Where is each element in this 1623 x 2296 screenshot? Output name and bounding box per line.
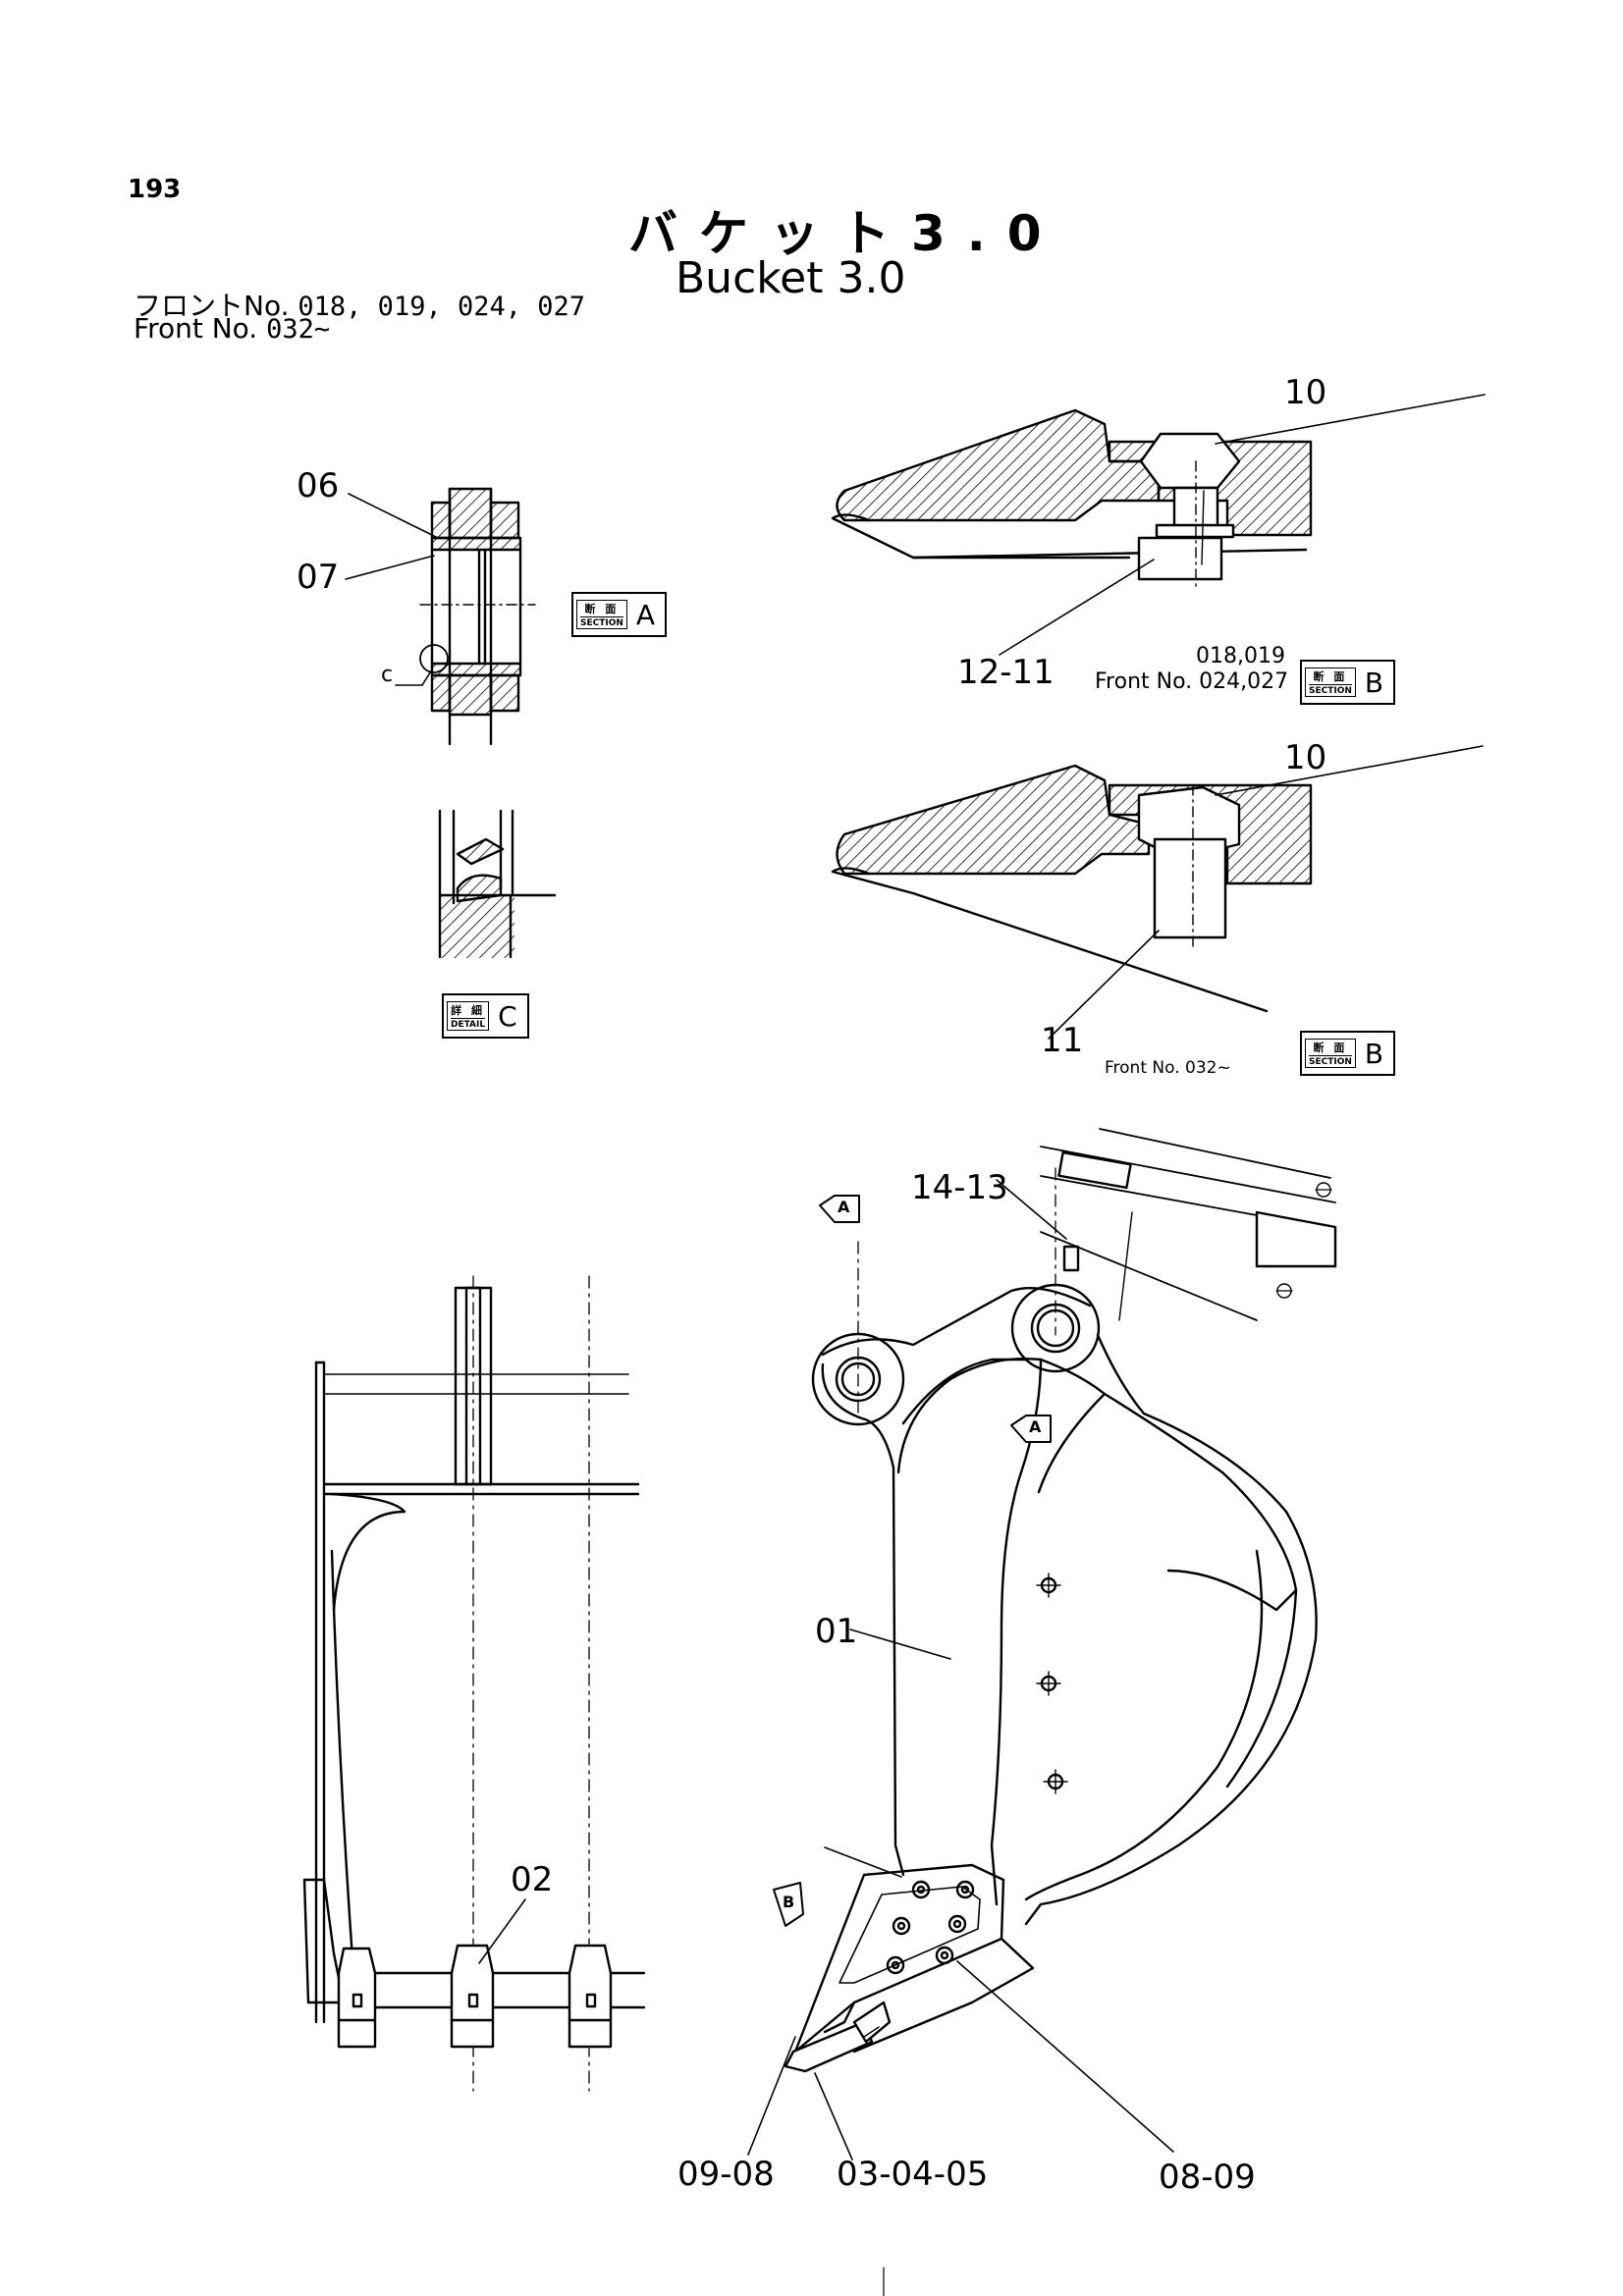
section-b2-kanji: 断 面 <box>1313 1041 1348 1054</box>
title-english: Bucket 3.0 <box>676 253 906 303</box>
section-b2-kanji-box: 断 面 SECTION <box>1305 1039 1356 1068</box>
section-b2-caption: SECTION <box>1309 1055 1352 1067</box>
front-label-jp: フロントNo. <box>134 290 290 322</box>
callout-c: c <box>381 663 394 687</box>
callout-03-04-05: 03-04-05 <box>837 2155 989 2194</box>
callout-02: 02 <box>511 1860 554 1899</box>
section-b-tag-2: 断 面 SECTION B <box>1300 1031 1396 1076</box>
section-b1-kanji-box: 断 面 SECTION <box>1305 667 1356 697</box>
front-label-en: Front No. <box>134 312 258 345</box>
front-numbers-1: 018, 019, 024, 027 <box>298 292 586 322</box>
title-japanese: バケット3.0 <box>628 205 1063 262</box>
callout-10-top: 10 <box>1284 373 1327 412</box>
section-a-kanji: 断 面 <box>584 603 620 615</box>
section-a-kanji-box: 断 面 SECTION <box>576 600 627 629</box>
front-numbers-2: 032~ <box>266 314 331 345</box>
callout-14-13: 14-13 <box>911 1168 1008 1207</box>
section-b2-letter: B <box>1364 1037 1384 1070</box>
page-number: 193 <box>128 175 182 204</box>
section-a-caption: SECTION <box>580 616 623 628</box>
side-view <box>747 1128 1337 2161</box>
callout-10-mid: 10 <box>1284 738 1327 777</box>
detail-c-kanji: 詳 細 <box>451 1004 485 1017</box>
callout-07: 07 <box>297 558 340 597</box>
view-marker-a-upper: A <box>838 1198 850 1216</box>
callout-12-11: 12-11 <box>957 653 1055 692</box>
callout-06: 06 <box>297 466 340 506</box>
front-note-b1-line1: 018,019 <box>1196 644 1285 668</box>
front-number-line-1: フロントNo. 018, 019, 024, 027 <box>134 285 585 324</box>
view-marker-b: B <box>783 1893 795 1911</box>
callout-01: 01 <box>815 1612 858 1651</box>
front-note-b2: Front No. 032~ <box>1105 1058 1231 1078</box>
section-a-letter: A <box>635 598 656 631</box>
section-b1-caption: SECTION <box>1309 684 1352 696</box>
detail-c-caption: DETAIL <box>451 1018 486 1030</box>
detail-c-letter: C <box>498 999 517 1033</box>
detail-c-tag: 詳 細 DETAIL C <box>442 993 529 1039</box>
section-a-view <box>345 487 536 746</box>
detail-c-view <box>438 809 557 959</box>
callout-09-08: 09-08 <box>677 2155 775 2194</box>
callout-11: 11 <box>1041 1021 1084 1060</box>
section-b-view-1 <box>831 394 1486 656</box>
front-note-b1-line2: Front No. 024,027 <box>1095 669 1289 694</box>
front-number-line-2: Front No. 032~ <box>134 312 330 345</box>
section-b1-letter: B <box>1364 666 1384 699</box>
section-a-tag: 断 面 SECTION A <box>571 592 668 637</box>
front-view <box>302 1275 646 2092</box>
section-b-tag-1: 断 面 SECTION B <box>1300 660 1396 705</box>
callout-08-09: 08-09 <box>1159 2158 1256 2197</box>
view-markers <box>773 1195 1052 1927</box>
view-marker-a-lower: A <box>1029 1417 1042 1436</box>
section-b1-kanji: 断 面 <box>1313 670 1348 683</box>
section-b-view-2 <box>831 745 1484 1040</box>
detail-c-kanji-box: 詳 細 DETAIL <box>447 1001 490 1031</box>
